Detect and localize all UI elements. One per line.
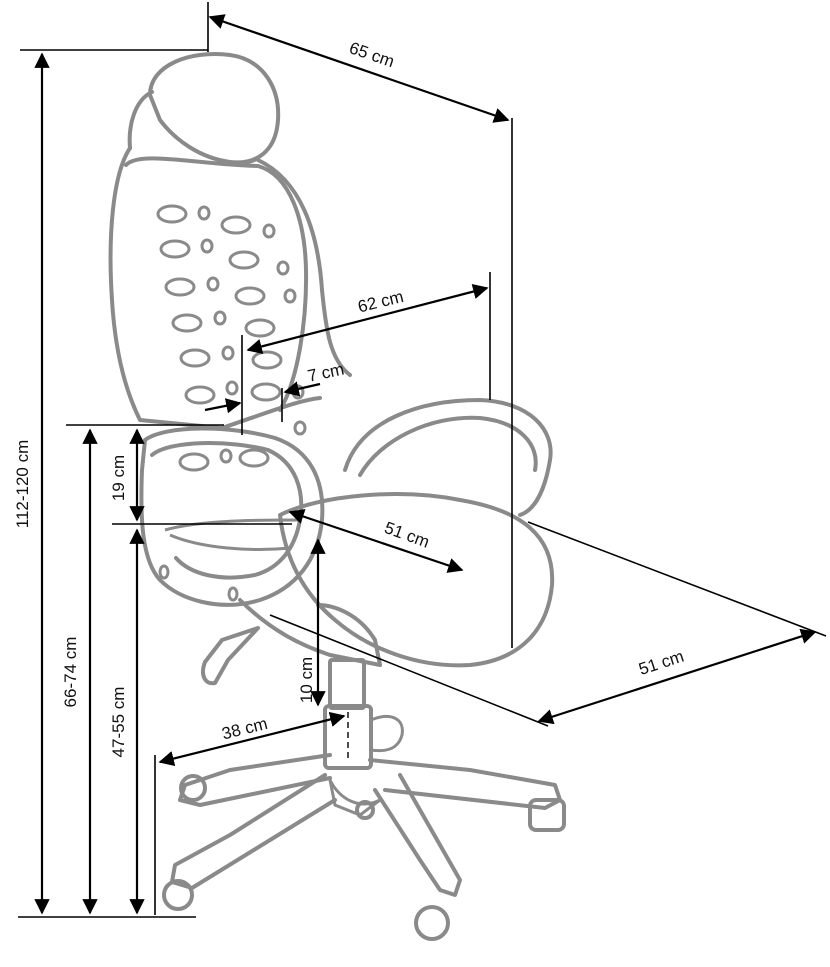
label-armrest-thickness: 7 cm — [306, 359, 346, 385]
dim-line-base-radius — [158, 711, 346, 767]
headrest-support — [127, 90, 260, 166]
casters — [162, 774, 566, 941]
backrest-holes — [156, 204, 307, 602]
label-seat-height: 47-55 cm — [109, 687, 128, 758]
dim-line-seat-depth — [288, 509, 464, 573]
label-adjustment: 10 cm — [297, 657, 316, 703]
armrest-right — [343, 398, 553, 517]
seat-cushion — [278, 492, 555, 668]
tilt-lever — [201, 626, 260, 686]
dim-line-depth — [208, 14, 510, 123]
chair-drawing — [108, 52, 566, 941]
dim-line-armrest-thickness-b — [283, 381, 321, 397]
label-width: 51 cm — [636, 647, 686, 679]
label-base-radius: 38 cm — [220, 714, 270, 744]
seat-front-edge — [164, 518, 301, 551]
extension-lines — [18, 2, 827, 918]
backrest-inner — [124, 156, 309, 412]
label-armrest-above-seat: 19 cm — [109, 455, 128, 501]
dim-line-armrest-thickness-a — [204, 398, 242, 414]
base-leg-3 — [170, 773, 337, 890]
headrest — [148, 52, 281, 165]
label-armrest-height: 66-74 cm — [61, 637, 80, 708]
seat-mechanism — [238, 598, 382, 667]
dimension-labels: 112-120 cm 65 cm 62 cm 7 cm 19 cm 66-74 … — [13, 38, 686, 757]
dim-line-width — [537, 628, 817, 725]
gas-lift — [328, 658, 366, 710]
dim-line-armrest-width — [246, 284, 489, 354]
gas-lift-cover — [370, 715, 404, 753]
label-total-height: 112-120 cm — [13, 440, 32, 529]
dimension-lines — [34, 14, 817, 915]
base-leg-4 — [373, 773, 462, 897]
base-leg-2 — [368, 758, 562, 810]
